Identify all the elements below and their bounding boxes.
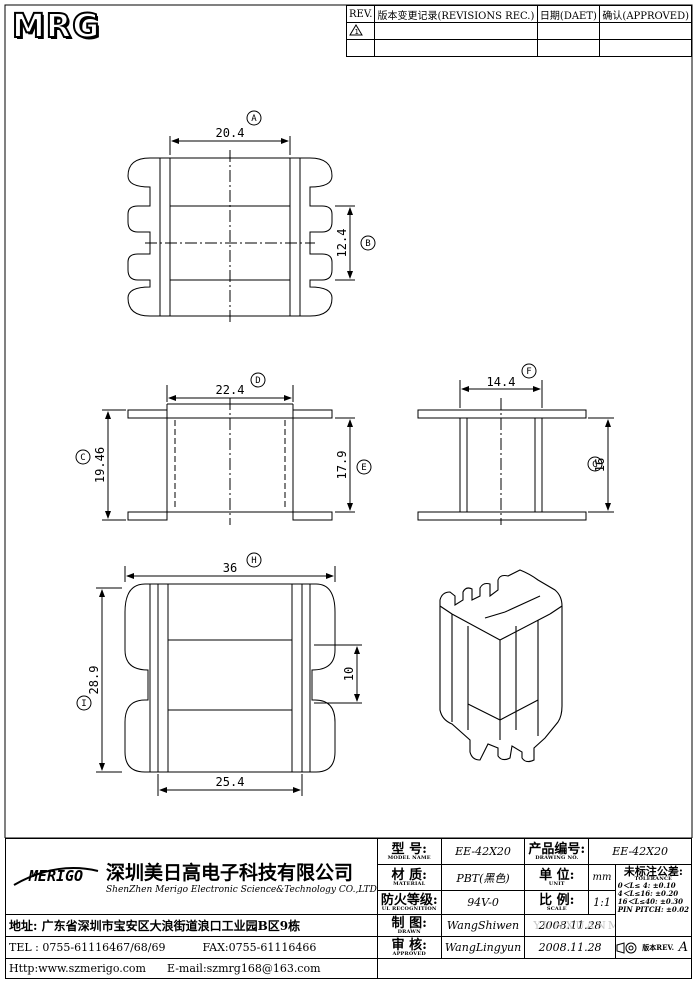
bubble-e — [356, 459, 372, 475]
revision-triangle-cell: 1 — [345, 22, 376, 40]
company-name-en: ShenZhen Merigo Electronic Science&Techn… — [106, 885, 377, 895]
merigo-swoosh-icon: MERIGO — [13, 867, 99, 886]
dim-g: 16 — [593, 458, 607, 472]
engineering-drawing: A B C D E F G H I 20.4 12.4 19.46 22.4 1… — [4, 4, 693, 838]
dim-c: 19.46 — [93, 447, 107, 483]
tolerance-cell: 未标注公差:TOLERANCE 0＜L≤ 4: ±0.10 4＜L≤16: ±0… — [614, 864, 693, 937]
side-view — [417, 380, 614, 525]
svg-text:G: G — [592, 460, 597, 470]
address-line: 地址: 广东省深圳市宝安区大浪街道浪口工业园B区9栋 — [5, 914, 378, 937]
dim-i: 28.9 — [87, 666, 101, 695]
bubble-g — [587, 456, 603, 472]
scale-value: 1:1 — [588, 890, 616, 915]
model-label: 型 号:MODEL NAME — [376, 838, 442, 865]
model-value: EE-42X20 — [440, 838, 526, 865]
svg-text:D: D — [255, 376, 260, 386]
drawn-label: 制 图:DRAWN — [376, 914, 442, 937]
version-cell: 版本REV. A — [614, 936, 693, 959]
unit-label: 单 位:UNIT — [524, 864, 590, 891]
svg-text:F: F — [526, 367, 531, 377]
bottom-view — [96, 566, 362, 796]
drawn-by-value: WangShiwen — [440, 914, 526, 937]
svg-text:B: B — [365, 239, 370, 249]
material-value: PBT(黑色) — [440, 864, 526, 891]
bubble-i — [76, 695, 92, 711]
company-logo: MRG — [11, 5, 101, 46]
dim-a: 20.4 — [216, 126, 245, 140]
drawing-no-label: 产品编号:DRAWING NO. — [524, 838, 590, 865]
merigo-logo: MERIGO — [6, 855, 106, 898]
revision-empty-cell — [599, 39, 692, 57]
website-link[interactable]: Http:www.szmerigo.com — [9, 962, 146, 975]
dim-window: 10 — [342, 667, 356, 681]
revision-triangle-icon: 1 — [349, 23, 363, 36]
approved-date-value: 2008.11.28 — [524, 936, 616, 959]
svg-text:A: A — [251, 114, 257, 124]
fire-rating-label: 防火等级:UL RECOGNITION — [376, 890, 442, 915]
watermark: YUNXUANMEI — [533, 919, 614, 932]
dim-e: 17.9 — [335, 451, 349, 480]
svg-text:H: H — [251, 556, 256, 566]
title-block: MERIGO 深圳美日高电子科技有限公司 ShenZhen Merigo Ele… — [5, 838, 693, 979]
top-view — [127, 136, 355, 322]
svg-text:E: E — [361, 463, 366, 473]
svg-text:MERIGO: MERIGO — [28, 867, 83, 885]
drawing-no-value: EE-42X20 — [588, 838, 692, 865]
bubble-h — [246, 552, 262, 568]
unit-value: mm — [588, 864, 616, 891]
email-link[interactable]: E-mail:szmrg168@163.com — [166, 962, 321, 975]
projection-symbol-icon — [616, 941, 637, 954]
tolerance-row: 4＜L≤16: ±0.20 — [617, 889, 679, 899]
bubble-d — [250, 372, 266, 388]
revision-empty-cell — [345, 39, 376, 57]
bubble-a — [246, 110, 262, 126]
dimension-bubbles — [75, 110, 603, 711]
company-banner: MERIGO 深圳美日高电子科技有限公司 ShenZhen Merigo Ele… — [5, 838, 378, 915]
tel-text: TEL : 0755-61116467/68/69 — [9, 941, 166, 954]
bubble-b — [360, 235, 376, 251]
drawn-date-value: 2008.11.28 YUNXUANMEI — [524, 914, 616, 937]
dim-h: 36 — [223, 561, 237, 575]
fire-rating-value: 94V-0 — [440, 890, 526, 915]
revision-empty-cell — [374, 39, 538, 57]
tolerance-row: 0＜L≤ 4: ±0.10 — [617, 881, 676, 890]
dim-f: 14.4 — [487, 375, 516, 389]
isometric-view — [439, 569, 563, 763]
material-label: 材 质:MATERIAL — [376, 864, 442, 891]
svg-text:C: C — [80, 453, 85, 463]
contact-web-line: Http:www.szmerigo.com E-mail:szmrg168@16… — [5, 958, 378, 979]
dim-pitch: 25.4 — [216, 775, 245, 789]
tolerance-row: 16＜L≤40: ±0.30 — [617, 897, 683, 907]
svg-text:1: 1 — [355, 28, 359, 36]
approved-by-value: WangLingyun — [440, 936, 526, 959]
contact-phone-line: TEL : 0755-61116467/68/69 FAX:0755-61116… — [5, 936, 378, 959]
version-label: 版本REV. — [642, 942, 675, 952]
tolerance-row: PIN PITCH: ±0.02 — [617, 905, 689, 915]
revisions-table: REV. 版本变更记录(REVISIONS REC.) 日期(DAET) 确认(… — [345, 5, 692, 57]
dimension-values: 20.4 12.4 19.46 22.4 17.9 14.4 16 36 28.… — [87, 126, 607, 789]
dim-d: 22.4 — [216, 383, 245, 397]
bubble-f — [521, 363, 537, 379]
version-value: A — [678, 940, 688, 955]
title-block-filler — [376, 958, 693, 979]
bubble-c — [75, 449, 91, 465]
company-name-cn: 深圳美日高电子科技有限公司 — [106, 862, 354, 884]
bubble-letters: A B C D E F G H I — [80, 114, 597, 709]
svg-text:I: I — [81, 699, 86, 709]
front-view — [102, 385, 355, 525]
dim-b: 12.4 — [335, 229, 349, 258]
scale-label: 比 例:SCALE — [524, 890, 590, 915]
approved-label: 审 核:APPROVED — [376, 936, 442, 959]
drawing-frame — [4, 4, 693, 838]
fax-text: FAX:0755-61116466 — [202, 941, 317, 954]
